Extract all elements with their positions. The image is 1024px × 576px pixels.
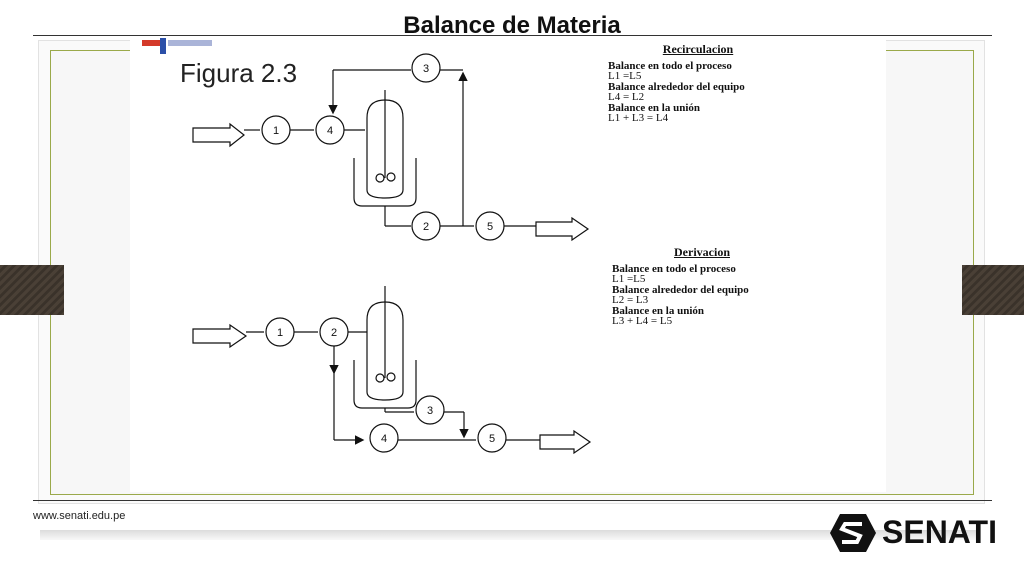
node-4-bottom-label: 4 [381,433,387,445]
recirc-line-1: Balance en todo el proceso [608,59,732,72]
recirc-line-5: Balance en la unión [608,101,700,114]
node-3-top-label: 3 [423,63,429,75]
blue-bar [168,40,212,46]
bypass-node-labels: 1 2 3 4 5 [277,327,495,445]
bypass-line-3: Balance alrededor del equipo [612,283,749,296]
recirculation-equations: Recirculacion Balance en todo el proceso… [608,43,798,124]
agitator-blade-a-bottom [375,373,385,383]
reactor-vessel-bottom [366,301,404,401]
bypass-line-5: Balance en la unión [612,304,704,317]
node-3-bottom-label: 3 [427,405,433,417]
top-rule [33,35,992,36]
bypass-line-6: L3 + L4 = L5 [612,315,673,327]
inlet-arrow-bottom [192,323,248,349]
recirc-line-4: L4 = L2 [608,91,645,103]
reactor-vessel-top [366,99,404,199]
outlet-arrow-top [535,216,590,242]
node-3-bottom [415,395,445,425]
figure-label: Figura 2.3 [180,58,298,88]
node-4-bottom [369,423,399,453]
node-1-top-label: 1 [273,125,279,137]
red-mark [142,40,162,46]
bypass-line-1: Balance en todo el proceso [612,262,736,275]
agitator-blade-a-top [375,173,385,183]
bottom-rule [33,500,992,501]
senati-logo-text: SENATI [882,514,997,550]
node-1-bottom-label: 1 [277,327,283,339]
node-2-top-label: 2 [423,221,429,233]
inlet-arrow-top [192,122,245,148]
node-5-bottom [477,423,507,453]
node-4-top-label: 4 [327,125,333,137]
recirc-line-3: Balance alrededor del equipo [608,80,745,93]
right-side-tab [962,265,1024,315]
slide-title: Balance de Materia [403,12,621,39]
bypass-line-2: L1 =L5 [612,273,646,285]
node-2-bottom-label: 2 [331,327,337,339]
node-3-top [411,53,441,83]
recirc-line-2: L1 =L5 [608,70,642,82]
figure-panel [130,40,886,492]
footer-url: www.senati.edu.pe [33,510,126,522]
agitator-blade-b-bottom [386,372,396,382]
footer-shadow [40,530,980,540]
recirculation-node-labels: 1 4 3 2 5 [273,63,493,233]
corner-accent-marks [142,38,212,54]
node-5-top-label: 5 [487,221,493,233]
agitator-blade-b-top [386,172,396,182]
bypass-equations: Derivacion Balance en todo el proceso L1… [612,246,802,327]
recirculation-heading: Recirculacion [662,42,734,56]
recirculation-diagram [192,53,590,242]
node-5-bottom-label: 5 [489,433,495,445]
left-side-tab [0,265,64,315]
bypass-heading: Derivacion [674,245,730,259]
recirc-line-6: L1 + L3 = L4 [608,112,669,124]
bypass-line-4: L2 = L3 [612,294,649,306]
bypass-diagram [192,286,592,455]
blue-mark [160,38,166,54]
senati-logo-icon [830,514,876,552]
outlet-arrow-bottom [539,429,592,455]
